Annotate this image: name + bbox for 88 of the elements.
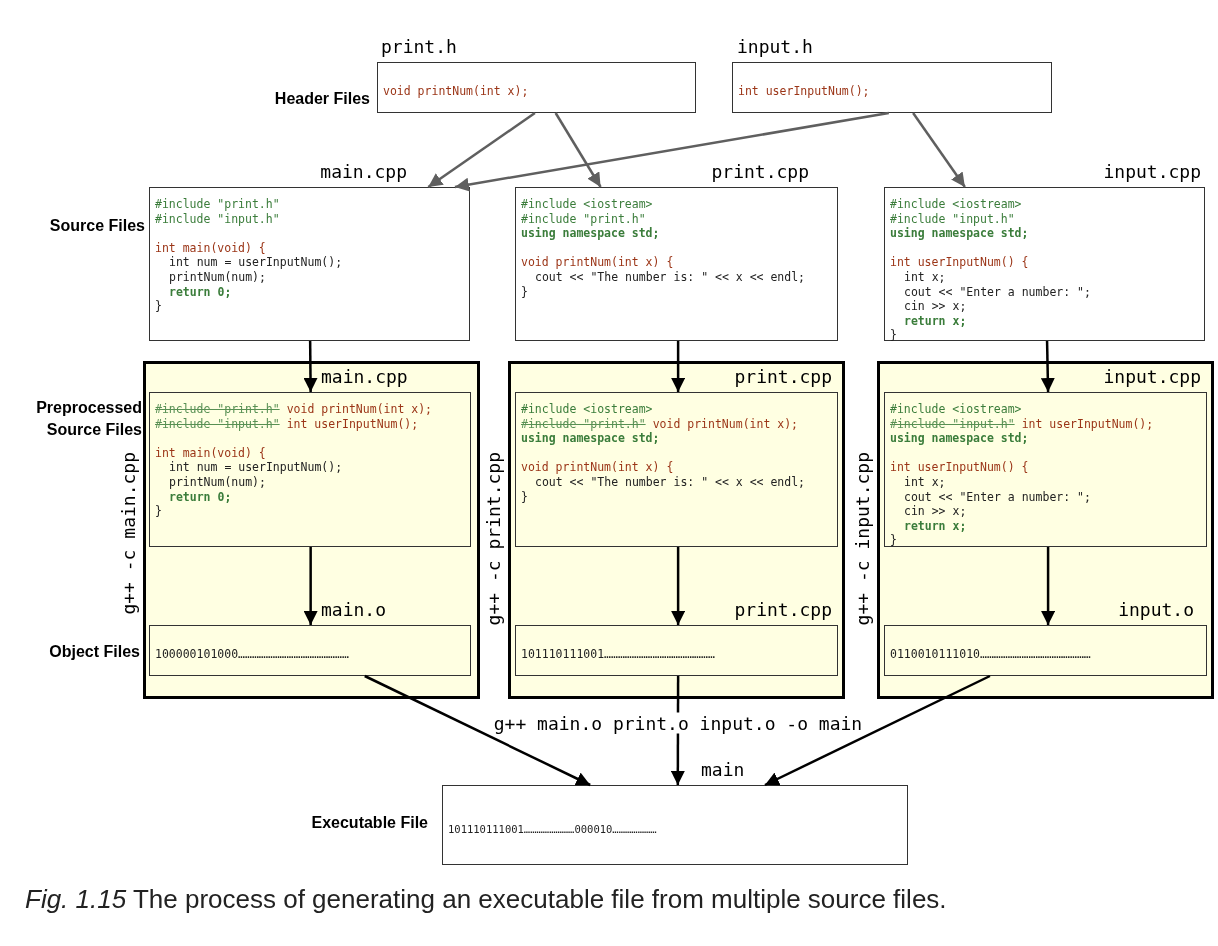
file-name-label: input.o bbox=[1118, 599, 1194, 621]
row-label: Source Files bbox=[49, 216, 145, 236]
code-line: #include "print.h" bbox=[521, 416, 646, 431]
code-line: using namespace std; bbox=[521, 226, 660, 241]
code-line: return x; bbox=[904, 313, 967, 328]
code-line: return 0; bbox=[169, 489, 232, 504]
file-name-label: input.cpp bbox=[1103, 161, 1201, 183]
file-name-label: print.cpp bbox=[711, 161, 809, 183]
arrow bbox=[671, 341, 686, 392]
code-line: #include <iostream> bbox=[521, 197, 653, 211]
arrow bbox=[1041, 547, 1056, 625]
code-line: void printNum(int x) { bbox=[521, 460, 674, 475]
code-line: int x; bbox=[904, 269, 946, 284]
arrow bbox=[670, 676, 685, 785]
file-name-label: main bbox=[701, 759, 745, 781]
arrow bbox=[303, 341, 318, 392]
code-line: cout << "Enter a number: "; bbox=[904, 489, 1091, 504]
code-line: void printNum(int x) { bbox=[521, 255, 674, 270]
row-label: Header Files bbox=[274, 89, 370, 109]
code-line: 101110111001………………………………………… bbox=[521, 647, 715, 662]
code-line: } bbox=[890, 328, 897, 343]
code-line: using namespace std; bbox=[890, 226, 1029, 241]
code-line: int main(void) { bbox=[155, 445, 266, 460]
code-line: void printNum(int x); bbox=[383, 84, 529, 99]
code-line: void printNum(int x); bbox=[286, 402, 433, 416]
code-line: } bbox=[155, 504, 162, 519]
arrow bbox=[364, 674, 591, 787]
arrow bbox=[1040, 340, 1055, 393]
code-line: #include <iostream> bbox=[890, 402, 1022, 416]
code-line: #include "input.h" bbox=[890, 211, 1015, 226]
file-name-label: input.cpp bbox=[1103, 366, 1201, 388]
code-line: #include <iostream> bbox=[521, 402, 653, 416]
file-name-label: print.h bbox=[381, 36, 457, 58]
code-line: int num = userInputNum(); bbox=[169, 460, 343, 475]
code-line: printNum(num); bbox=[169, 269, 266, 284]
code-line: #include "print.h" bbox=[155, 402, 280, 416]
arrow bbox=[303, 547, 318, 625]
code-line: 100000101000………………………………………… bbox=[155, 647, 349, 662]
code-line: #include "input.h" bbox=[155, 416, 280, 431]
code-line: #include "input.h" bbox=[890, 416, 1015, 431]
code-line: cout << "Enter a number: "; bbox=[904, 284, 1091, 299]
command-label: g++ -c main.cpp bbox=[118, 452, 139, 615]
code-line: int userInputNum(); bbox=[286, 416, 419, 431]
code-line: cout << "The number is: " << x << endl; bbox=[535, 269, 806, 284]
code-line: #include "print.h" bbox=[155, 197, 280, 211]
arrow bbox=[554, 112, 602, 188]
file-name-label: main.cpp bbox=[321, 366, 408, 388]
file-name-label: main.o bbox=[321, 599, 387, 621]
code-line: return x; bbox=[904, 518, 967, 533]
code-line: #include "print.h" bbox=[521, 211, 646, 226]
code-line: void printNum(int x); bbox=[652, 416, 799, 431]
code-line: } bbox=[890, 533, 897, 548]
code-line: int userInputNum() { bbox=[890, 255, 1029, 270]
command-label: g++ -c print.cpp bbox=[483, 452, 504, 626]
code-line: using namespace std; bbox=[890, 431, 1029, 446]
code-line: } bbox=[521, 284, 528, 299]
arrow bbox=[427, 111, 536, 189]
arrow bbox=[764, 674, 991, 787]
command-label: g++ -c input.cpp bbox=[852, 452, 873, 626]
code-line: } bbox=[155, 299, 162, 314]
code-line: printNum(num); bbox=[169, 474, 266, 489]
code-line: int num = userInputNum(); bbox=[169, 255, 343, 270]
code-line: cin >> x; bbox=[904, 299, 967, 314]
code-line: using namespace std; bbox=[521, 431, 660, 446]
arrow bbox=[671, 547, 686, 625]
code-line: int userInputNum(); bbox=[738, 84, 870, 99]
file-name-label: main.cpp bbox=[320, 161, 407, 183]
code-line: 0110010111010………………………………………… bbox=[890, 647, 1091, 662]
code-line: int x; bbox=[904, 474, 946, 489]
code-line: #include "input.h" bbox=[155, 211, 280, 226]
row-label: Executable File bbox=[311, 813, 428, 833]
row-label: Object Files bbox=[49, 642, 140, 662]
code-line: int main(void) { bbox=[155, 240, 266, 255]
arrow bbox=[454, 111, 889, 192]
code-line: cin >> x; bbox=[904, 504, 967, 519]
code-line: cout << "The number is: " << x << endl; bbox=[535, 474, 806, 489]
row-label: Preprocessed Source Files bbox=[35, 398, 142, 440]
code-line: return 0; bbox=[169, 284, 232, 299]
file-name-label: input.h bbox=[737, 36, 813, 58]
figure-caption: Fig. 1.15 The process of generating an executable file from multiple source files. bbox=[25, 884, 947, 915]
code-line: } bbox=[521, 489, 528, 504]
arrow bbox=[912, 112, 966, 188]
file-name-label: print.cpp bbox=[734, 599, 832, 621]
file-name-label: print.cpp bbox=[734, 366, 832, 388]
code-line: 101110111001……………………000010………………… bbox=[448, 822, 657, 835]
code-line: int userInputNum(); bbox=[1021, 416, 1154, 431]
code-line: #include <iostream> bbox=[890, 197, 1022, 211]
code-line: int userInputNum() { bbox=[890, 460, 1029, 475]
